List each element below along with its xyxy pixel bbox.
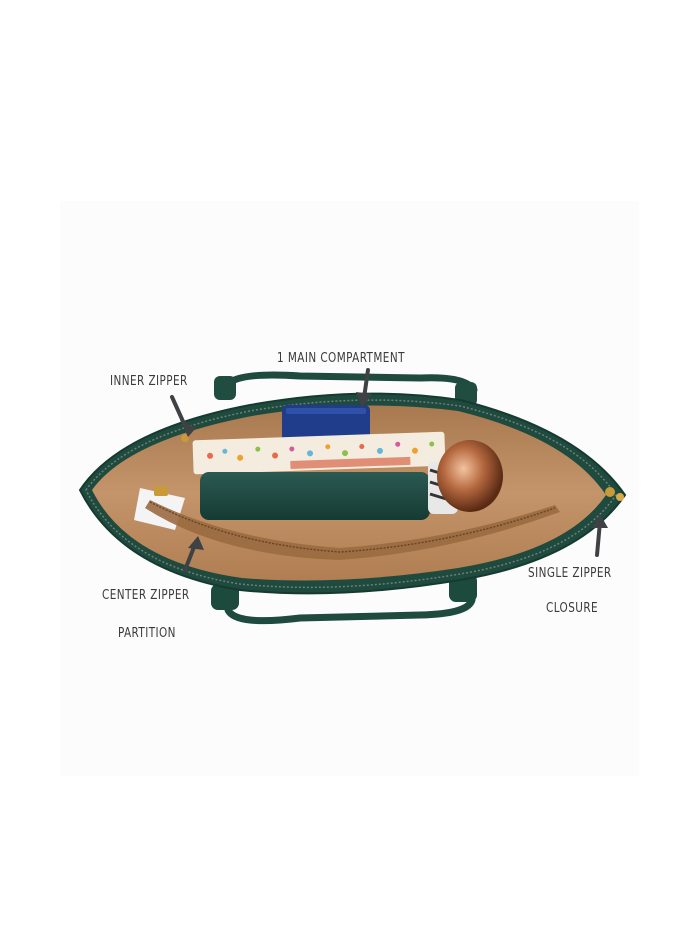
back-handle xyxy=(214,371,478,406)
center-zipper-label: CENTER ZIPPER xyxy=(102,587,190,603)
copper-bottle-lid xyxy=(437,440,503,512)
closure-label: CLOSURE xyxy=(546,600,599,616)
partition-zipper-pull xyxy=(154,486,168,496)
inner-zipper-arrow-icon xyxy=(170,395,196,437)
front-handle xyxy=(211,574,477,625)
main-compartment-label: 1 MAIN COMPARTMENT xyxy=(277,350,405,366)
single-zipper-label: SINGLE ZIPPER xyxy=(528,565,612,581)
partition-label: PARTITION xyxy=(118,625,176,641)
zipper-track xyxy=(85,399,617,589)
center-zipper-arrow-icon xyxy=(183,536,204,572)
inner-zipper-label: INNER ZIPPER xyxy=(110,373,188,389)
main-compartment-arrow-icon xyxy=(356,368,372,408)
inner-zipper-pull xyxy=(181,434,189,442)
floral-notebook xyxy=(192,431,446,475)
single-zipper-arrow-icon xyxy=(592,514,608,557)
green-pouch xyxy=(200,472,430,520)
closure-zipper-pull xyxy=(605,487,624,501)
center-partition xyxy=(145,500,560,560)
